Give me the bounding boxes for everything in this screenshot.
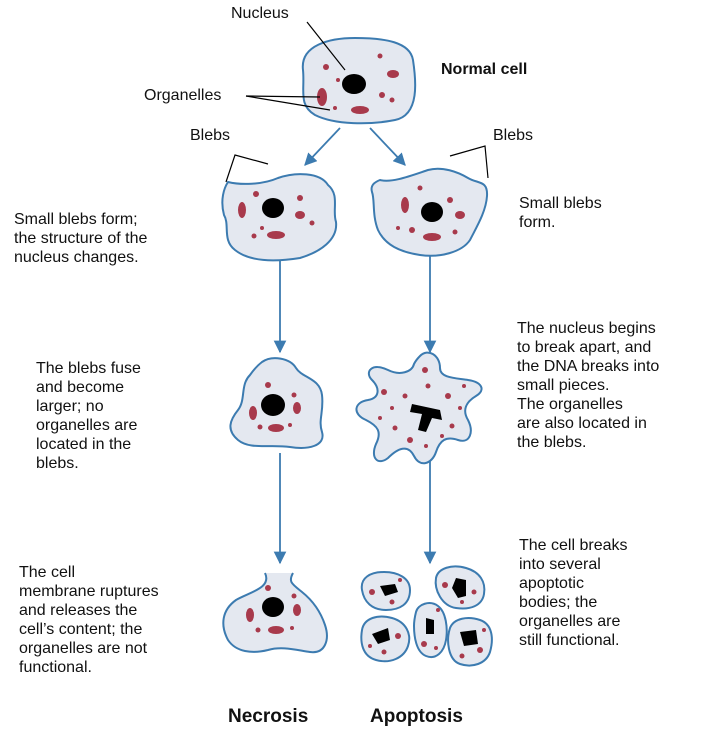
blebs-left-label: Blebs <box>190 126 230 145</box>
apoptosis-title: Apoptosis <box>370 706 463 728</box>
apoptotic-bodies <box>361 566 492 665</box>
apoptotic-body-5 <box>448 618 492 665</box>
blebs-right-label: Blebs <box>493 126 533 145</box>
necrosis-step-2-text: The blebs fuse and become larger; no org… <box>36 359 141 473</box>
necrosis-cell-2 <box>230 358 322 448</box>
apoptosis-cell-2 <box>356 353 481 464</box>
apoptosis-step-2-text: The nucleus begins to break apart, and t… <box>517 319 659 452</box>
necrosis-step-1-text: Small blebs form; the structure of the n… <box>14 210 147 267</box>
apoptosis-step-1-text: Small blebs form. <box>519 194 602 232</box>
organelles-label: Organelles <box>144 86 221 105</box>
nucleus-label: Nucleus <box>231 4 289 23</box>
normal-cell-label: Normal cell <box>441 60 527 79</box>
apoptotic-body-2 <box>436 566 485 608</box>
apoptotic-body-1 <box>362 572 410 610</box>
normal-cell <box>303 38 415 123</box>
necrosis-title: Necrosis <box>228 706 308 728</box>
normal-cell-nucleus <box>342 74 366 94</box>
apoptotic-body-3 <box>361 617 409 662</box>
necrosis-step-3-text: The cell membrane ruptures and releases … <box>19 563 159 677</box>
apoptosis-step-3-text: The cell breaks into several apoptotic b… <box>519 536 628 650</box>
apoptosis-cell-1 <box>372 169 488 256</box>
apoptotic-body-4 <box>414 603 447 657</box>
necrosis-cell-1 <box>222 174 336 260</box>
necrosis-cell-3 <box>223 573 327 652</box>
